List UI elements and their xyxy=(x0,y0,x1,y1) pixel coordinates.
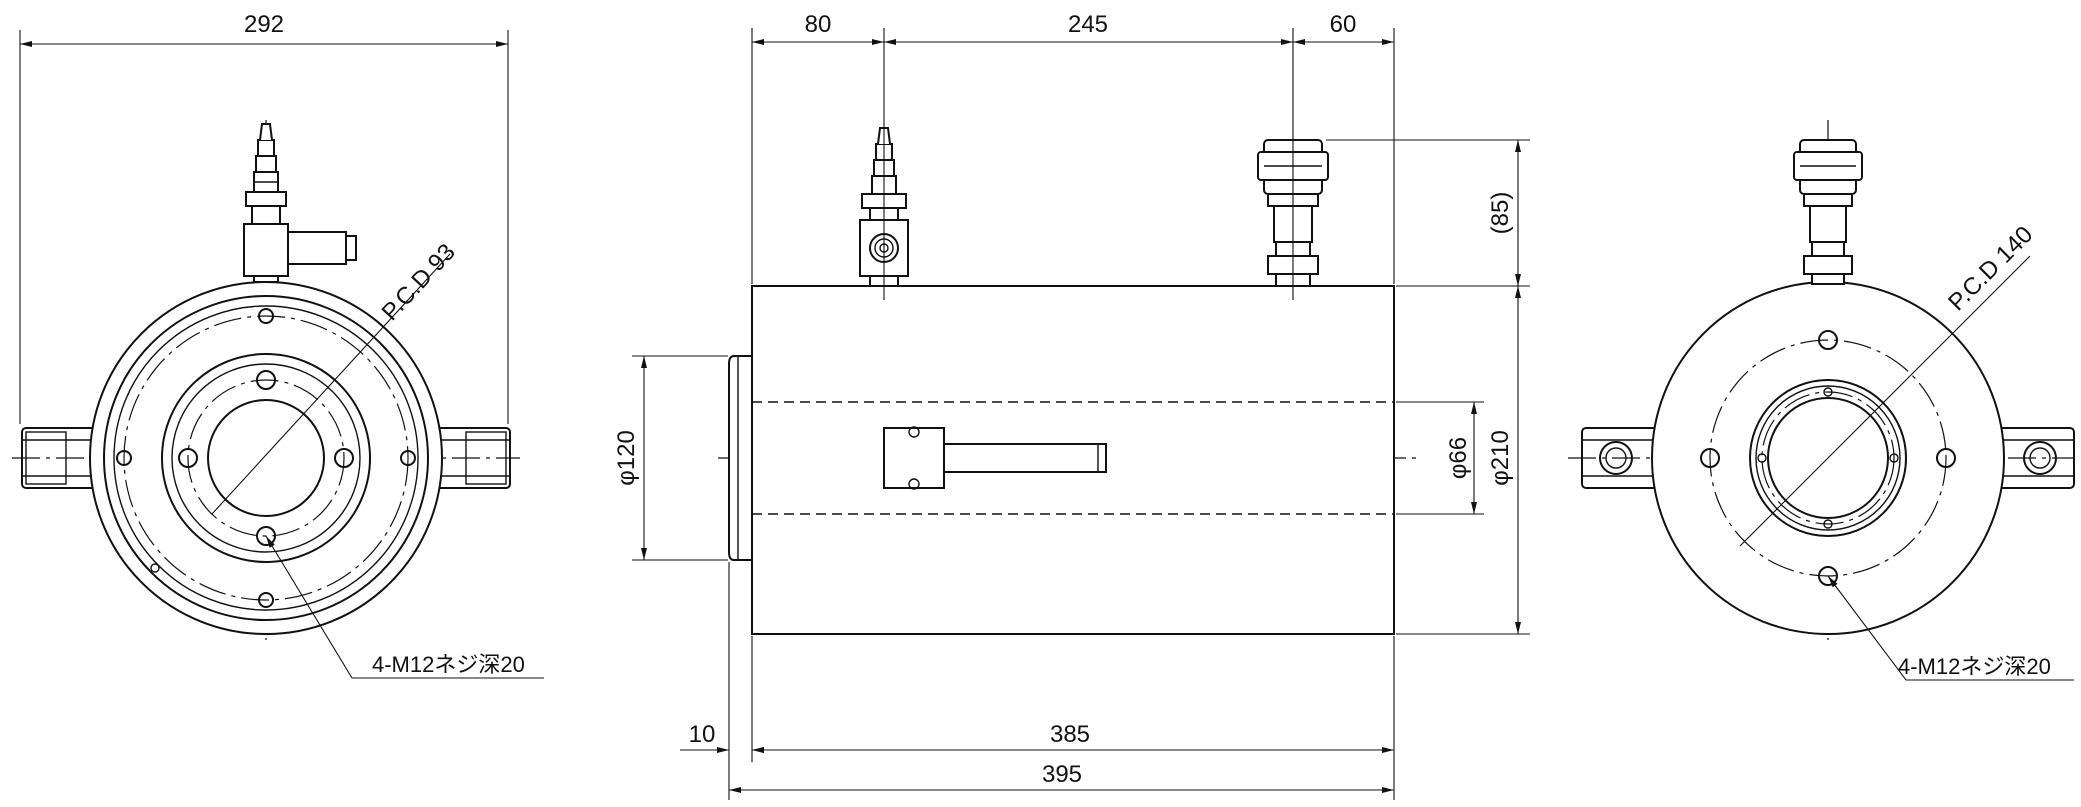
front-flange-ring xyxy=(103,295,429,621)
rear-thread-hole-right xyxy=(1936,448,1956,468)
side-dim-10-label: 10 xyxy=(689,721,716,748)
front-thread-hole-right xyxy=(334,448,354,468)
front-bore xyxy=(207,399,325,517)
side-dim-210-label: φ210 xyxy=(1487,430,1514,486)
front-outer-body xyxy=(89,281,443,635)
front-grease-fitting xyxy=(243,123,357,283)
front-flange-inner xyxy=(113,305,419,611)
rear-thread-hole-top xyxy=(1818,330,1838,350)
side-dim-80-label: 80 xyxy=(805,11,832,38)
rear-thread-leader xyxy=(1827,575,2074,681)
rear-small-hole-top xyxy=(1823,387,1833,397)
side-dim-85-label: (85) xyxy=(1487,192,1514,235)
side-dim-66-label: φ66 xyxy=(1445,437,1472,479)
rear-view: P.C.D 140 4-M12ネジ深20 xyxy=(1568,120,2075,681)
front-pcd-outer xyxy=(123,315,409,601)
rear-thread-hole-left xyxy=(1700,448,1720,468)
front-flange-hole-top xyxy=(258,308,274,324)
side-dim-60-label: 60 xyxy=(1330,11,1357,38)
front-view: P.C.D 93 4-M12ネジ深20 292 xyxy=(12,11,544,679)
front-width-label: 292 xyxy=(244,11,284,38)
front-flange-hole-bottom xyxy=(258,592,274,608)
rear-pcd-label: P.C.D 140 xyxy=(1943,221,2038,316)
front-thread-note: 4-M12ネジ深20 xyxy=(372,652,525,677)
front-flange-hole-right xyxy=(400,450,416,466)
front-collar-inner xyxy=(171,363,361,553)
rear-bore xyxy=(1767,397,1889,519)
front-pcd-leader xyxy=(211,253,451,515)
front-flange-hole-left xyxy=(116,450,132,466)
rear-collar-inner xyxy=(1755,385,1901,531)
rear-thread-note: 4-M12ネジ深20 xyxy=(1898,654,2051,679)
side-collar xyxy=(728,355,753,561)
front-thread-leader xyxy=(265,535,544,679)
rear-small-hole-right xyxy=(1889,453,1899,463)
front-thread-hole-top xyxy=(256,370,276,390)
front-collar xyxy=(161,353,371,563)
rear-small-hole-bottom xyxy=(1823,519,1833,529)
rear-right-lug xyxy=(1993,427,2075,489)
side-dim-395-label: 395 xyxy=(1042,761,1082,788)
side-dim-245-label: 245 xyxy=(1068,11,1108,38)
front-left-lug xyxy=(21,427,103,489)
front-thread-hole-left xyxy=(178,448,198,468)
rear-collar xyxy=(1749,379,1907,537)
rear-hydraulic-coupler xyxy=(1793,139,1863,285)
front-small-hole xyxy=(150,563,160,573)
front-pcd-label: P.C.D 93 xyxy=(377,239,461,326)
side-view: 80 245 60 (85) φ66 φ210 φ120 10 385 395 xyxy=(613,11,1530,800)
side-dim-120-label: φ120 xyxy=(613,430,640,486)
rear-pcd-inner xyxy=(1761,391,1895,525)
side-handle xyxy=(883,426,1107,490)
rear-small-hole-left xyxy=(1757,453,1767,463)
rear-pcd-leader xyxy=(1739,255,2031,547)
side-dim-385-label: 385 xyxy=(1050,721,1090,748)
